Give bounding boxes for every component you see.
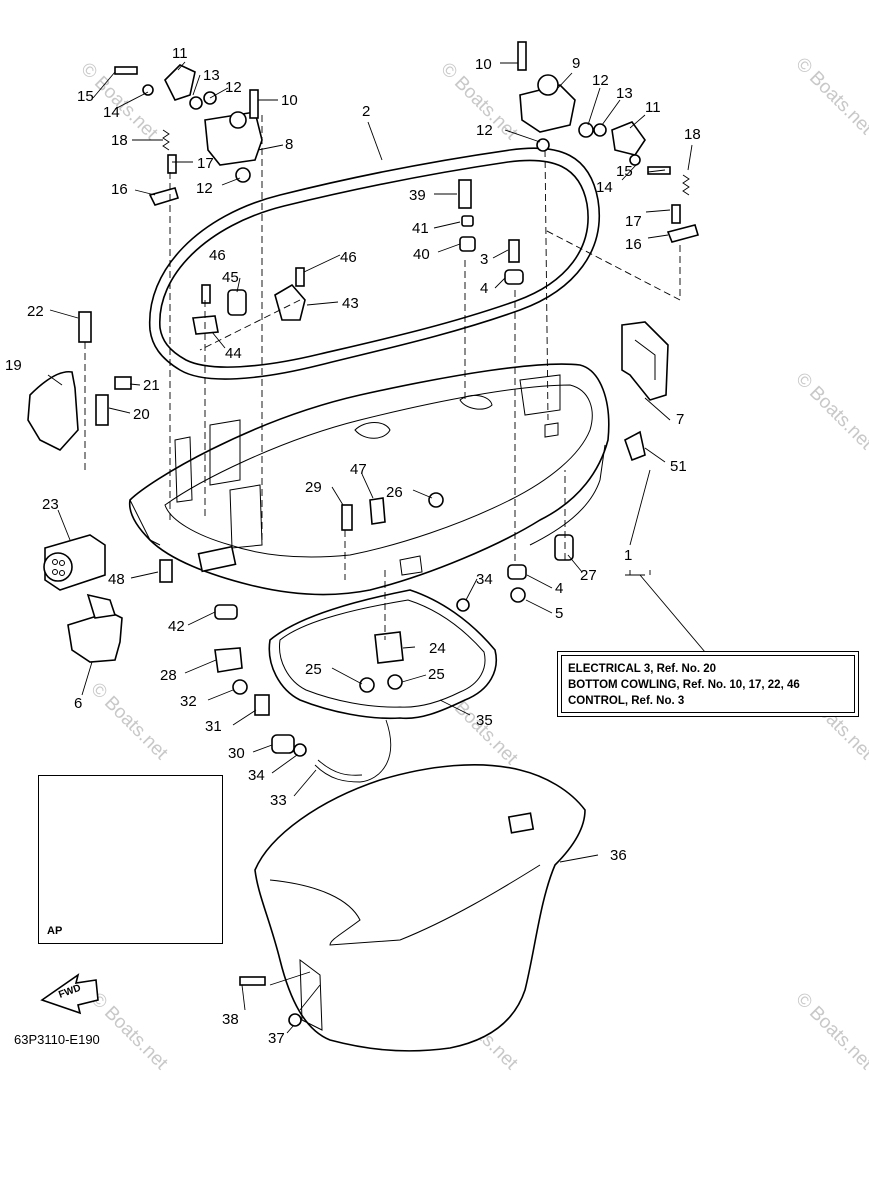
callout-17: 17 <box>197 155 214 172</box>
callout-20: 20 <box>133 406 150 423</box>
callout-26: 26 <box>386 484 403 501</box>
callout-3: 3 <box>480 251 488 268</box>
fwd-arrow-icon: FWD <box>40 973 99 1015</box>
callout-14b: 14 <box>596 179 613 196</box>
callout-44: 44 <box>225 345 242 362</box>
callout-31: 31 <box>205 718 222 735</box>
callout-30: 30 <box>228 745 245 762</box>
callout-34: 34 <box>476 571 493 588</box>
callout-15: 15 <box>77 88 94 105</box>
callout-39: 39 <box>409 187 426 204</box>
callout-14: 14 <box>103 104 120 121</box>
bottom-cowling <box>128 363 610 596</box>
callout-27: 27 <box>580 567 597 584</box>
callout-23: 23 <box>42 496 59 513</box>
callout-18: 18 <box>111 132 128 149</box>
callout-15b: 15 <box>616 163 633 180</box>
callout-47: 47 <box>350 461 367 478</box>
callout-42: 42 <box>168 618 185 635</box>
callout-45: 45 <box>222 269 239 286</box>
ap-inset-box: AP <box>38 775 223 944</box>
callout-18b: 18 <box>684 126 701 143</box>
callout-35: 35 <box>476 712 493 729</box>
reference-box-inner: ELECTRICAL 3, Ref. No. 20 BOTTOM COWLING… <box>561 655 855 713</box>
lower-cover <box>254 764 586 1052</box>
callout-10b: 10 <box>281 92 298 109</box>
callout-10: 10 <box>475 56 492 73</box>
callout-51: 51 <box>670 458 687 475</box>
callout-19: 19 <box>5 357 22 374</box>
callout-16: 16 <box>111 181 128 198</box>
callout-12c: 12 <box>592 72 609 89</box>
callout-4b: 4 <box>555 580 563 597</box>
callout-4: 4 <box>480 280 488 297</box>
watermark: © Boats.net <box>791 369 869 455</box>
small-parts <box>27 41 700 1027</box>
callout-36: 36 <box>610 847 627 864</box>
callout-7: 7 <box>676 411 684 428</box>
callout-40: 40 <box>413 246 430 263</box>
callout-46b: 46 <box>340 249 357 266</box>
callout-21: 21 <box>143 377 160 394</box>
callout-6: 6 <box>74 695 82 712</box>
callout-25: 25 <box>305 661 322 678</box>
callout-24: 24 <box>429 640 446 657</box>
callout-2: 2 <box>362 103 370 120</box>
watermark: © Boats.net <box>791 989 869 1075</box>
callout-33: 33 <box>270 792 287 809</box>
callout-22: 22 <box>27 303 44 320</box>
ap-label: AP <box>47 925 63 937</box>
watermark: © Boats.net <box>86 679 172 765</box>
leader-lines <box>47 61 706 1034</box>
callout-48: 48 <box>108 571 125 588</box>
reference-box: ELECTRICAL 3, Ref. No. 20 BOTTOM COWLING… <box>557 651 859 717</box>
callout-25b: 25 <box>428 666 445 683</box>
callout-29: 29 <box>305 479 322 496</box>
callout-13b: 13 <box>616 85 633 102</box>
callout-11b: 11 <box>645 99 661 116</box>
callout-32: 32 <box>180 693 197 710</box>
reference-line-bottom-cowling: BOTTOM COWLING, Ref. No. 10, 17, 22, 46 <box>568 679 800 691</box>
callout-43: 43 <box>342 295 359 312</box>
callout-12: 12 <box>225 79 242 96</box>
callout-38: 38 <box>222 1011 239 1028</box>
callout-46: 46 <box>209 247 226 264</box>
reference-line-electrical: ELECTRICAL 3, Ref. No. 20 <box>568 663 717 675</box>
callout-5: 5 <box>555 605 563 622</box>
reference-line-control: CONTROL, Ref. No. 3 <box>568 695 685 707</box>
callout-1: 1 <box>624 547 632 564</box>
callout-37: 37 <box>268 1030 285 1047</box>
callout-34b: 34 <box>248 767 265 784</box>
diagram-code: 63P3110-E190 <box>14 1032 100 1047</box>
callout-11: 11 <box>172 45 188 62</box>
callout-9: 9 <box>572 55 580 72</box>
callout-28: 28 <box>160 667 177 684</box>
callout-8: 8 <box>285 136 293 153</box>
callout-13: 13 <box>203 67 220 84</box>
callout-41: 41 <box>412 220 429 237</box>
callout-12b: 12 <box>196 180 213 197</box>
callout-12d: 12 <box>476 122 493 139</box>
watermark: © Boats.net <box>791 54 869 140</box>
callout-16b: 16 <box>625 236 642 253</box>
callout-17b: 17 <box>625 213 642 230</box>
